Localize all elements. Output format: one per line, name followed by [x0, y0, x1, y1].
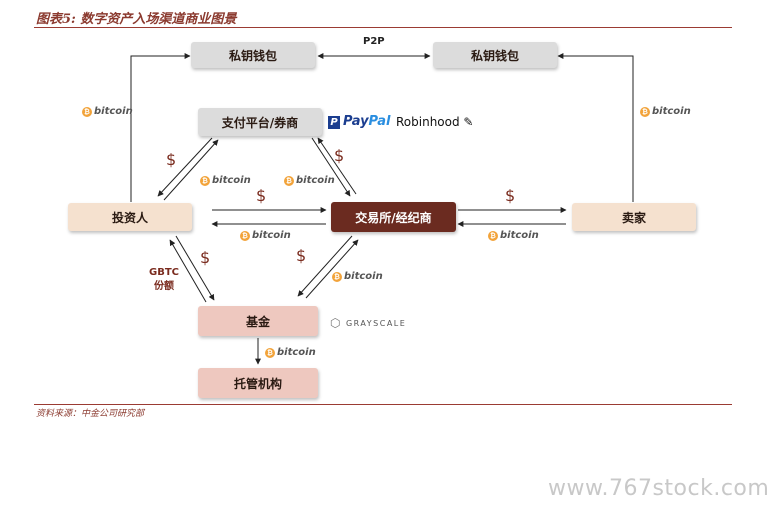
bitcoin-label: ₿bitcoin: [265, 347, 316, 358]
investor-node: 投资人: [68, 203, 192, 231]
grayscale-logo: ⬡GRAYSCALE: [330, 316, 407, 330]
bitcoin-label: ₿bitcoin: [82, 106, 133, 117]
bitcoin-icon: ₿: [284, 175, 294, 186]
dollar-label: $: [296, 246, 307, 265]
bitcoin-icon: ₿: [265, 347, 275, 358]
dollar-label: $: [505, 186, 516, 205]
robinhood-logo: Robinhood ✎: [396, 115, 474, 129]
bottom-rule: [34, 404, 732, 405]
bitcoin-label: ₿bitcoin: [488, 230, 539, 241]
dollar-label: $: [256, 186, 267, 205]
feather-icon: ✎: [459, 115, 474, 129]
figure-title: 图表5: 数字资产入场渠道商业图景: [36, 12, 237, 27]
bitcoin-icon: ₿: [488, 230, 498, 241]
bitcoin-label: ₿bitcoin: [200, 175, 251, 186]
bitcoin-icon: ₿: [332, 271, 342, 282]
paypal-icon: P: [328, 116, 340, 129]
wallet-right-node: 私钥钱包: [433, 42, 557, 68]
dollar-label: $: [166, 150, 177, 169]
wallet-left-node: 私钥钱包: [191, 42, 315, 68]
bitcoin-icon: ₿: [200, 175, 210, 186]
top-rule: [34, 27, 732, 28]
payment-platform-node: 支付平台/券商: [198, 108, 322, 136]
seller-node: 卖家: [572, 203, 696, 231]
grayscale-icon: ⬡: [330, 316, 342, 330]
fund-node: 基金: [198, 306, 318, 336]
bitcoin-icon: ₿: [640, 106, 650, 117]
source-note: 资料来源：中金公司研究部: [36, 409, 145, 419]
dollar-label: $: [334, 146, 345, 165]
bitcoin-label: ₿bitcoin: [332, 271, 383, 282]
bitcoin-label: ₿bitcoin: [284, 175, 335, 186]
watermark: www.767stock.com: [548, 476, 769, 501]
custody-node: 托管机构: [198, 368, 318, 398]
exchange-node: 交易所/经纪商: [331, 202, 456, 232]
bitcoin-icon: ₿: [82, 106, 92, 117]
p2p-label: P2P: [363, 36, 385, 47]
bitcoin-icon: ₿: [240, 230, 250, 241]
bitcoin-label: ₿bitcoin: [240, 230, 291, 241]
gbtc-label: GBTC 份额: [149, 267, 179, 292]
bitcoin-label: ₿bitcoin: [640, 106, 691, 117]
dollar-label: $: [200, 248, 211, 267]
